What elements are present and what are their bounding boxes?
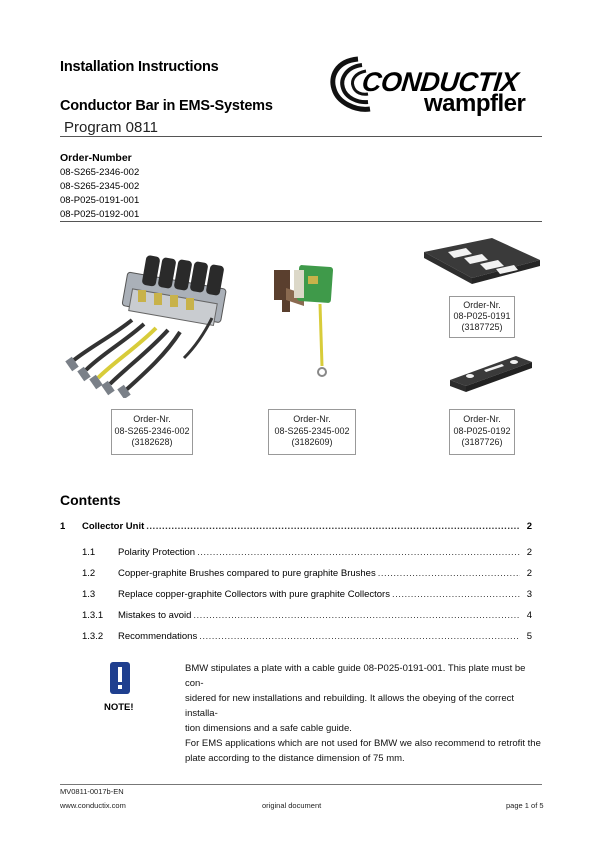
toc-entry[interactable]: 1.1 Polarity Protection 2 xyxy=(60,547,532,561)
order-label-number: 08-P025-0191 xyxy=(453,311,511,321)
toc-title: Mistakes to avoid xyxy=(118,610,192,621)
note-line: BMW stipulates a plate with a cable guid… xyxy=(185,663,526,689)
order-label-caption: Order-Nr. xyxy=(463,414,501,424)
exclamation-icon xyxy=(110,662,130,694)
toc-leader-dots xyxy=(199,631,520,642)
single-collector-image xyxy=(268,260,348,386)
logo-subtext: wampfler xyxy=(424,90,526,117)
cable-guide-plate-image xyxy=(420,232,544,294)
company-logo: CONDUCTIX wampfler xyxy=(328,53,542,125)
toc-page: 2 xyxy=(526,547,532,558)
note-line: tion dimensions and a safe cable guide. xyxy=(185,723,352,734)
order-label-caption: Order-Nr. xyxy=(293,414,331,424)
order-number-item: 08-P025-0192-001 xyxy=(60,209,140,220)
order-label-number: 08-P025-0192 xyxy=(453,425,511,436)
document-title: Conductor Bar in EMS-Systems xyxy=(60,98,273,114)
toc-entry[interactable]: 1.3.1 Mistakes to avoid 4 xyxy=(60,610,532,624)
toc-entry[interactable]: 1.3.2 Recommendations 5 xyxy=(60,631,532,645)
note-line: For EMS applications which are not used … xyxy=(185,738,541,749)
toc-entry[interactable]: 1.3 Replace copper-graphite Collectors w… xyxy=(60,589,532,603)
order-number-item: 08-S265-2345-002 xyxy=(60,181,140,192)
website-link[interactable]: www.conductix.com xyxy=(60,801,126,810)
toc-entry[interactable]: 1 Collector Unit 2 xyxy=(60,521,532,535)
toc-page: 2 xyxy=(526,568,532,579)
order-label-code: (3182609) xyxy=(291,437,333,447)
order-label-caption: Order-Nr. xyxy=(133,414,171,424)
header-rule xyxy=(60,136,542,137)
note-text: BMW stipulates a plate with a cable guid… xyxy=(185,661,545,766)
document-id: MV0811-0017b-EN xyxy=(60,787,124,796)
toc-title: Replace copper-graphite Collectors with … xyxy=(118,589,390,600)
toc-page: 4 xyxy=(526,610,532,621)
toc-entry[interactable]: 1.2 Copper-graphite Brushes compared to … xyxy=(60,568,532,582)
order-label-number: 08-S265-2346-002 xyxy=(114,425,190,436)
collector-unit-image xyxy=(62,238,232,400)
note-line: sidered for new installations and rebuil… xyxy=(185,693,514,719)
order-label-box: Order-Nr. 08-S265-2346-002 (3182628) xyxy=(111,409,193,455)
toc-number: 1 xyxy=(60,521,66,532)
program-number: Program 0811 xyxy=(64,119,158,136)
page-number: page 1 of 5 xyxy=(506,801,544,810)
document-status: original document xyxy=(262,801,322,810)
order-label-box: Order-Nr. 08-P025-0192 (3187726) xyxy=(449,409,515,455)
order-number-item: 08-P025-0191-001 xyxy=(60,195,140,206)
order-label-box: Order-Nr. 08-P025-0191 (3187725) xyxy=(449,296,515,338)
mounting-plate-image xyxy=(446,352,536,394)
toc-leader-dots xyxy=(197,547,520,558)
order-label-code: (3182628) xyxy=(131,437,173,447)
order-rule xyxy=(60,221,542,222)
toc-number: 1.1 xyxy=(82,547,96,558)
toc-number: 1.3 xyxy=(82,589,96,600)
toc-title: Polarity Protection xyxy=(118,547,196,558)
toc-page: 2 xyxy=(526,521,532,532)
order-label-code: (3187726) xyxy=(461,437,503,447)
contents-heading: Contents xyxy=(60,492,121,508)
doc-type-heading: Installation Instructions xyxy=(60,59,219,75)
toc-title: Recommendations xyxy=(118,631,198,642)
order-number-heading: Order-Number xyxy=(60,152,132,164)
toc-page: 3 xyxy=(526,589,532,600)
order-label-box: Order-Nr. 08-S265-2345-002 (3182609) xyxy=(268,409,356,455)
order-label-caption: Order-Nr. xyxy=(463,300,501,310)
order-label-number: 08-S265-2345-002 xyxy=(274,425,350,436)
toc-title: Collector Unit xyxy=(82,521,145,532)
toc-page: 5 xyxy=(526,631,532,642)
footer-rule xyxy=(60,784,542,785)
toc-title: Copper-graphite Brushes compared to pure… xyxy=(118,568,376,579)
order-label-code: (3187725) xyxy=(461,322,503,332)
toc-leader-dots xyxy=(193,610,520,621)
note-line: plate according to the distance dimensio… xyxy=(185,753,405,764)
toc-number: 1.3.1 xyxy=(82,610,104,621)
toc-number: 1.2 xyxy=(82,568,96,579)
toc-leader-dots xyxy=(392,589,520,600)
toc-leader-dots xyxy=(146,521,520,532)
toc-number: 1.3.2 xyxy=(82,631,104,642)
order-number-item: 08-S265-2346-002 xyxy=(60,167,140,178)
note-label: NOTE! xyxy=(104,702,134,713)
toc-leader-dots xyxy=(378,568,520,579)
order-number-list: 08-S265-2346-002 08-S265-2345-002 08-P02… xyxy=(60,166,139,222)
